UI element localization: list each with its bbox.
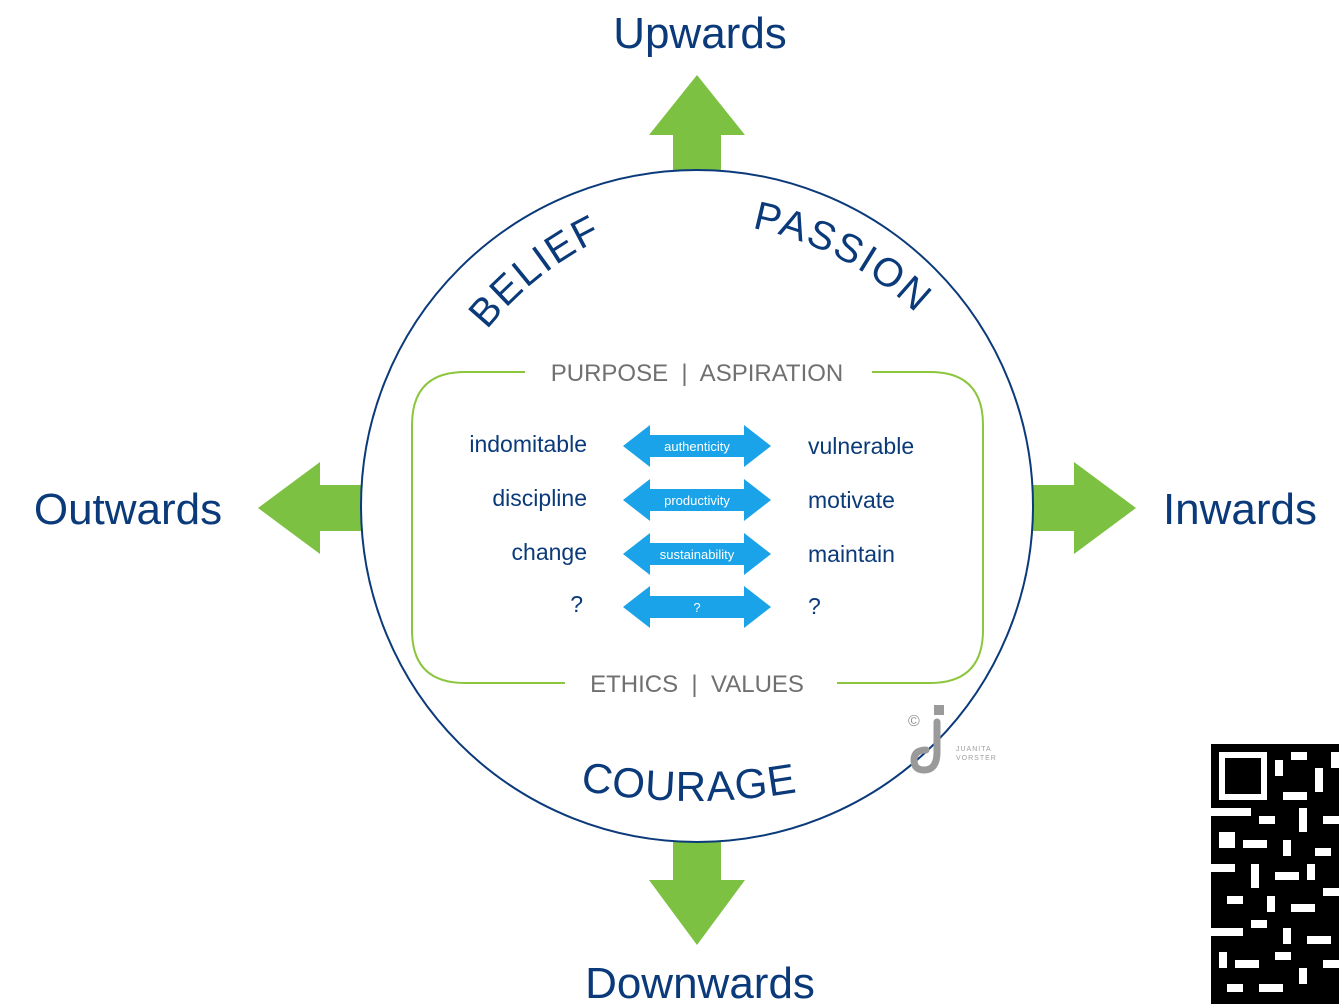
row-4-middle: ? [693,600,700,615]
row-1-middle: authenticity [664,439,730,454]
row-2-middle: productivity [664,493,730,508]
logo-name-line2: VORSTER [956,755,997,762]
row-3-arrow [623,533,771,575]
row-1-left: indomitable [469,431,587,457]
row-2-right: motivate [808,487,895,513]
row-3-middle: sustainability [660,547,735,562]
logo-name-line1: JUANITA [956,746,992,753]
row-4-left: ? [570,591,583,617]
logo-mark [910,718,941,774]
row-1-right: vulnerable [808,433,914,459]
label-outwards: Outwards [34,485,222,534]
left-arrow [258,462,368,554]
frame-top-label: PURPOSE | ASPIRATION [551,360,844,387]
frame-top-left-line [411,371,525,426]
row-2-left: discipline [492,485,587,511]
juanita-vorster-logo: © JUANITA VORSTER [908,705,997,774]
up-arrow [649,75,745,180]
label-inwards: Inwards [1163,485,1317,534]
row-3-right: maintain [808,541,895,567]
copyright-mark: © [908,713,920,730]
label-downwards: Downwards [585,959,815,1004]
qr-code [1211,744,1339,1004]
frame-bottom-label: ETHICS | VALUES [590,671,804,698]
row-4-arrow [623,586,771,628]
row-2-arrow [623,479,771,521]
logo-dot [934,705,944,715]
row-1-arrow [623,425,771,467]
frame-bottom-right-line [837,629,984,684]
frame-top-right-line [872,371,984,426]
right-arrow [1030,462,1136,554]
down-arrow [649,815,745,945]
label-upwards: Upwards [613,9,787,58]
row-3-left: change [512,539,587,565]
frame-bottom-left-line [411,629,565,684]
row-4-right: ? [808,593,821,619]
